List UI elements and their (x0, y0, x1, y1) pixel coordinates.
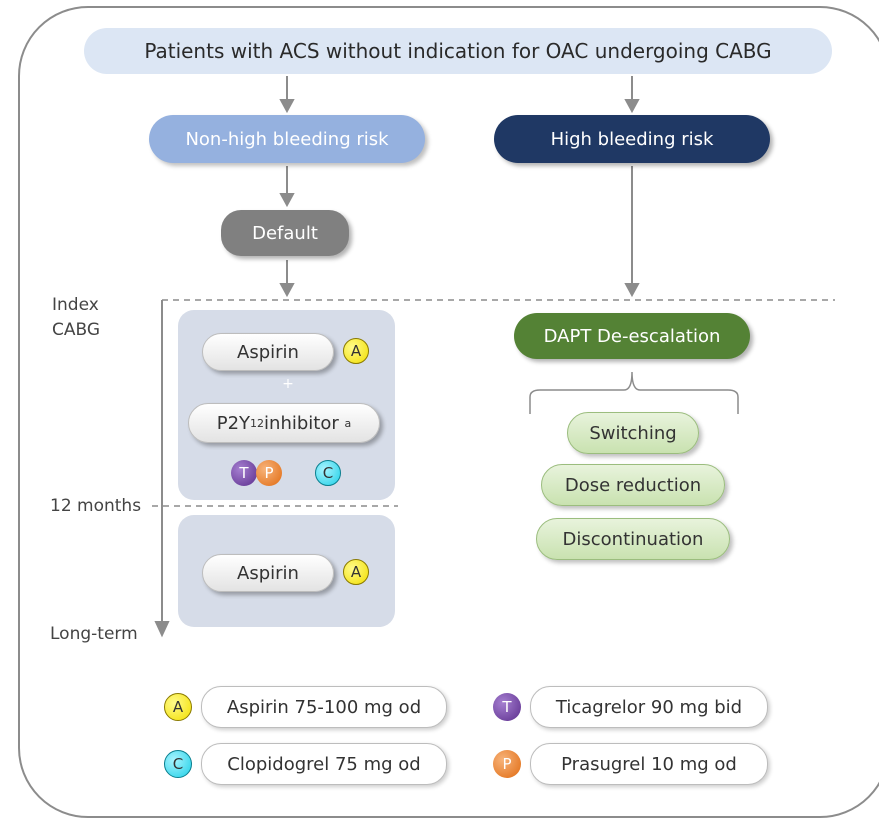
title-bar: Patients with ACS without indication for… (84, 28, 832, 74)
plus-sign: + (282, 376, 294, 392)
p2y12-subscript: 12 (250, 416, 265, 430)
p2y12-prefix: P2Y (216, 412, 251, 434)
index-label-line2: CABG (52, 320, 101, 340)
legend-ticagrelor: Ticagrelor 90 mg bid (530, 686, 768, 728)
bracket (529, 371, 739, 414)
legend-clopidogrel-badge-icon: C (164, 750, 192, 778)
footnote-a: a (344, 416, 352, 430)
default-box: Default (221, 210, 349, 256)
switching-option: Switching (567, 412, 699, 454)
aspirin-badge-icon: A (343, 338, 369, 364)
non-high-bleeding-risk-box: Non-high bleeding risk (149, 115, 425, 163)
dose-reduction-option: Dose reduction (541, 464, 725, 506)
legend-clopidogrel: Clopidogrel 75 mg od (201, 743, 447, 785)
long-term-label: Long-term (50, 624, 138, 644)
dapt-deescalation-box: DAPT De-escalation (514, 313, 750, 359)
ticagrelor-badge-icon: T (231, 460, 257, 486)
twelve-months-label: 12 months (50, 496, 142, 516)
high-bleeding-risk-box: High bleeding risk (494, 115, 770, 163)
p2y12-suffix: inhibitor (264, 412, 339, 434)
index-cabg-label: Index CABG (52, 293, 100, 343)
prasugrel-badge-icon: P (256, 460, 282, 486)
legend-aspirin: Aspirin 75-100 mg od (201, 686, 447, 728)
discontinuation-option: Discontinuation (536, 518, 730, 560)
index-label-line1: Index (52, 295, 99, 315)
legend-prasugrel-badge-icon: P (493, 750, 521, 778)
legend-aspirin-badge-icon: A (164, 693, 192, 721)
legend-ticagrelor-badge-icon: T (493, 693, 521, 721)
legend-prasugrel: Prasugrel 10 mg od (530, 743, 768, 785)
aspirin-long-term-pill: Aspirin (202, 554, 334, 592)
aspirin-pill: Aspirin (202, 333, 334, 371)
outer-frame (18, 6, 879, 818)
aspirin-long-term-badge-icon: A (343, 559, 369, 585)
clopidogrel-badge-icon: C (315, 460, 341, 486)
